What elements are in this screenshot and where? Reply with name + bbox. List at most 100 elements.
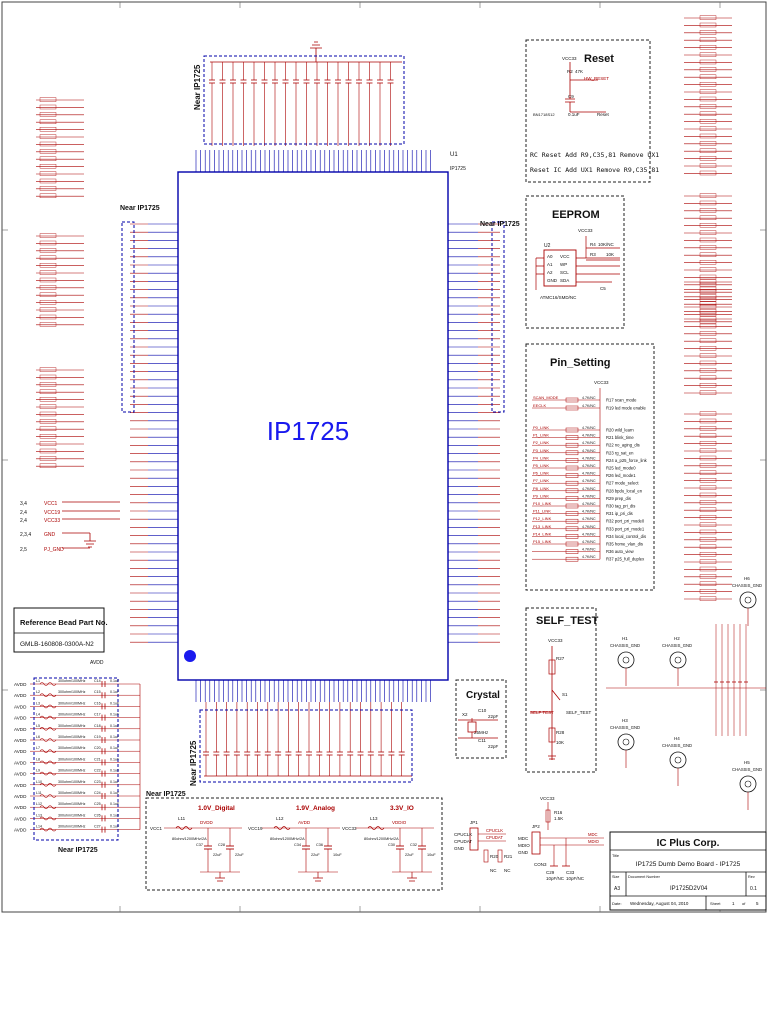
pin-setting-res-value: 4.7K/NC <box>582 487 596 491</box>
eeprom-r2: R3 <box>590 252 596 257</box>
cpu-clk-net: CPUCLK <box>454 832 472 837</box>
port-label-flag <box>699 155 717 161</box>
cpu-mdio-net: MDIO <box>518 843 530 848</box>
cpu-c2-value: 10pF/NC <box>566 876 585 881</box>
gnd-symbol <box>215 872 225 882</box>
cpu-resistor <box>545 809 551 823</box>
port-label-flag <box>699 529 717 535</box>
cpu-jp1-ref: JP1 <box>470 820 478 825</box>
avdd-bead-value: 300ohm/100MHz <box>58 780 86 784</box>
reset-vcc: VCC33 <box>562 56 577 61</box>
avdd-row-net: AVDD <box>14 727 27 732</box>
gnd-symbol <box>407 872 417 882</box>
avdd-cap-value: 0.1uF <box>110 701 120 705</box>
pin-setting-net-label: SCAN_MODE <box>533 395 559 400</box>
eeprom-pin-a2: A2 <box>547 270 553 275</box>
port-label-flag <box>699 515 717 520</box>
avdd-cap-ref: C27 <box>94 825 101 829</box>
mounting-hole-net: CHASSIS_GND <box>662 643 692 648</box>
port-label-flag <box>39 97 57 102</box>
pin-setting-resistor <box>565 405 579 411</box>
port-label-flag <box>39 382 57 387</box>
pin-setting-resistor <box>565 442 579 448</box>
bead-icon <box>39 693 57 697</box>
pin-setting-resistor <box>565 480 579 486</box>
pin-setting-res-value: 4.7K/NC <box>582 456 596 460</box>
avdd-cap-ref: C21 <box>94 757 101 761</box>
port-label-flag <box>699 375 717 380</box>
cpu-r3-value: 1.5K <box>554 816 563 821</box>
cpu-resistor <box>483 849 489 863</box>
mounting-hole-net: CHASSIS_GND <box>610 725 640 730</box>
avdd-bead-ref: L5 <box>36 724 40 728</box>
port-label-flag <box>39 456 57 461</box>
port-label-flag <box>699 596 717 601</box>
port-label-flag <box>699 279 717 284</box>
pin-setting-net-label: P9_LINK <box>533 493 549 498</box>
power-block-bead-ref: L11 <box>178 816 186 821</box>
avdd-cap-value: 0.1uF <box>110 713 120 717</box>
eeprom-ic <box>543 249 577 287</box>
avdd-cap-ref: C22 <box>94 769 101 773</box>
avdd-bead-ref: L13 <box>36 813 42 817</box>
bead-icon <box>39 771 57 776</box>
port-label-flag <box>699 133 717 139</box>
pin-setting-res-value: 4.7K/NC <box>582 426 596 430</box>
port-label-flag <box>699 89 717 94</box>
jumper-jp1 <box>469 827 479 851</box>
near-note-avdd: Near IP1725 <box>58 847 98 854</box>
pin-setting-row-label: R29 prep_dis <box>606 496 631 501</box>
bead-icon <box>39 704 57 709</box>
avdd-bead-value: 300ohm/100MHz <box>58 724 86 728</box>
power-cap-value: 22uF <box>405 853 414 857</box>
port-label-flag <box>699 589 717 594</box>
port-label-flag <box>699 478 717 483</box>
cpu-r2-ref: R21 <box>504 854 513 859</box>
port-label-flag <box>699 245 717 250</box>
port-label-flag <box>699 338 717 343</box>
avdd-cap-value: 0.1uF <box>110 769 120 773</box>
reset-net: HW_RESET <box>584 76 609 81</box>
avdd-cap-ref: C16 <box>94 701 101 705</box>
bead-icon <box>39 816 57 821</box>
port-label-flag <box>39 141 57 147</box>
port-label-flag <box>699 411 717 416</box>
port-label-flag <box>699 237 717 243</box>
avdd-bead-value: 300ohm/100MHz <box>58 791 86 795</box>
cpu-vcc: VCC33 <box>540 796 555 801</box>
pin-setting-resistor <box>565 503 579 509</box>
crystal-box <box>455 679 507 759</box>
pin-setting-resistor <box>565 450 579 456</box>
eeprom-pin-sda: SDA <box>560 278 569 283</box>
net-sheet-ref-1: 3,4 <box>20 501 27 507</box>
avdd-bead-value: 300ohm/100MHz <box>58 813 86 817</box>
port-label-flag <box>39 233 57 238</box>
port-label-flag <box>39 448 57 454</box>
pin-setting-net-label: EECLK <box>533 403 546 408</box>
net-sheet-ref-4: 2,3,4 <box>20 532 31 538</box>
pin-setting-resistor <box>565 534 579 539</box>
avdd-row-net: AVDD <box>14 682 27 687</box>
avdd-cap-value: 0.1uF <box>110 757 120 761</box>
avdd-cap-value: 0.1uF <box>110 825 120 829</box>
power-block-title: 1.0V_Digital <box>198 805 235 812</box>
pin-setting-res-value: 4.7K/NC <box>582 434 596 438</box>
sheet-number: 1 <box>732 901 735 906</box>
port-label-flag <box>699 492 717 498</box>
avdd-bead-ref: L11 <box>36 791 42 795</box>
pin-setting-row-label: R30 tag_pri_dis <box>606 504 635 509</box>
cpu-r3-ref: R16 <box>554 810 563 815</box>
pin-setting-resistor <box>565 518 579 524</box>
port-label-flag <box>699 455 717 461</box>
pin-setting-row-label: R26 led_mode1 <box>606 473 636 478</box>
avdd-cap-ref: C26 <box>94 813 101 817</box>
bead-icon <box>39 805 57 809</box>
doc-number: IP1725D2V04 <box>670 886 708 892</box>
avdd-bead-value: 300ohm/100MHz <box>58 679 86 683</box>
self-test-box <box>525 607 597 773</box>
pin-setting-row-label: R22 no_aging_dis <box>606 443 640 448</box>
avdd-bead-ref: L12 <box>36 802 42 806</box>
chip-pins-left <box>130 223 178 643</box>
port-label-flag <box>39 186 57 191</box>
